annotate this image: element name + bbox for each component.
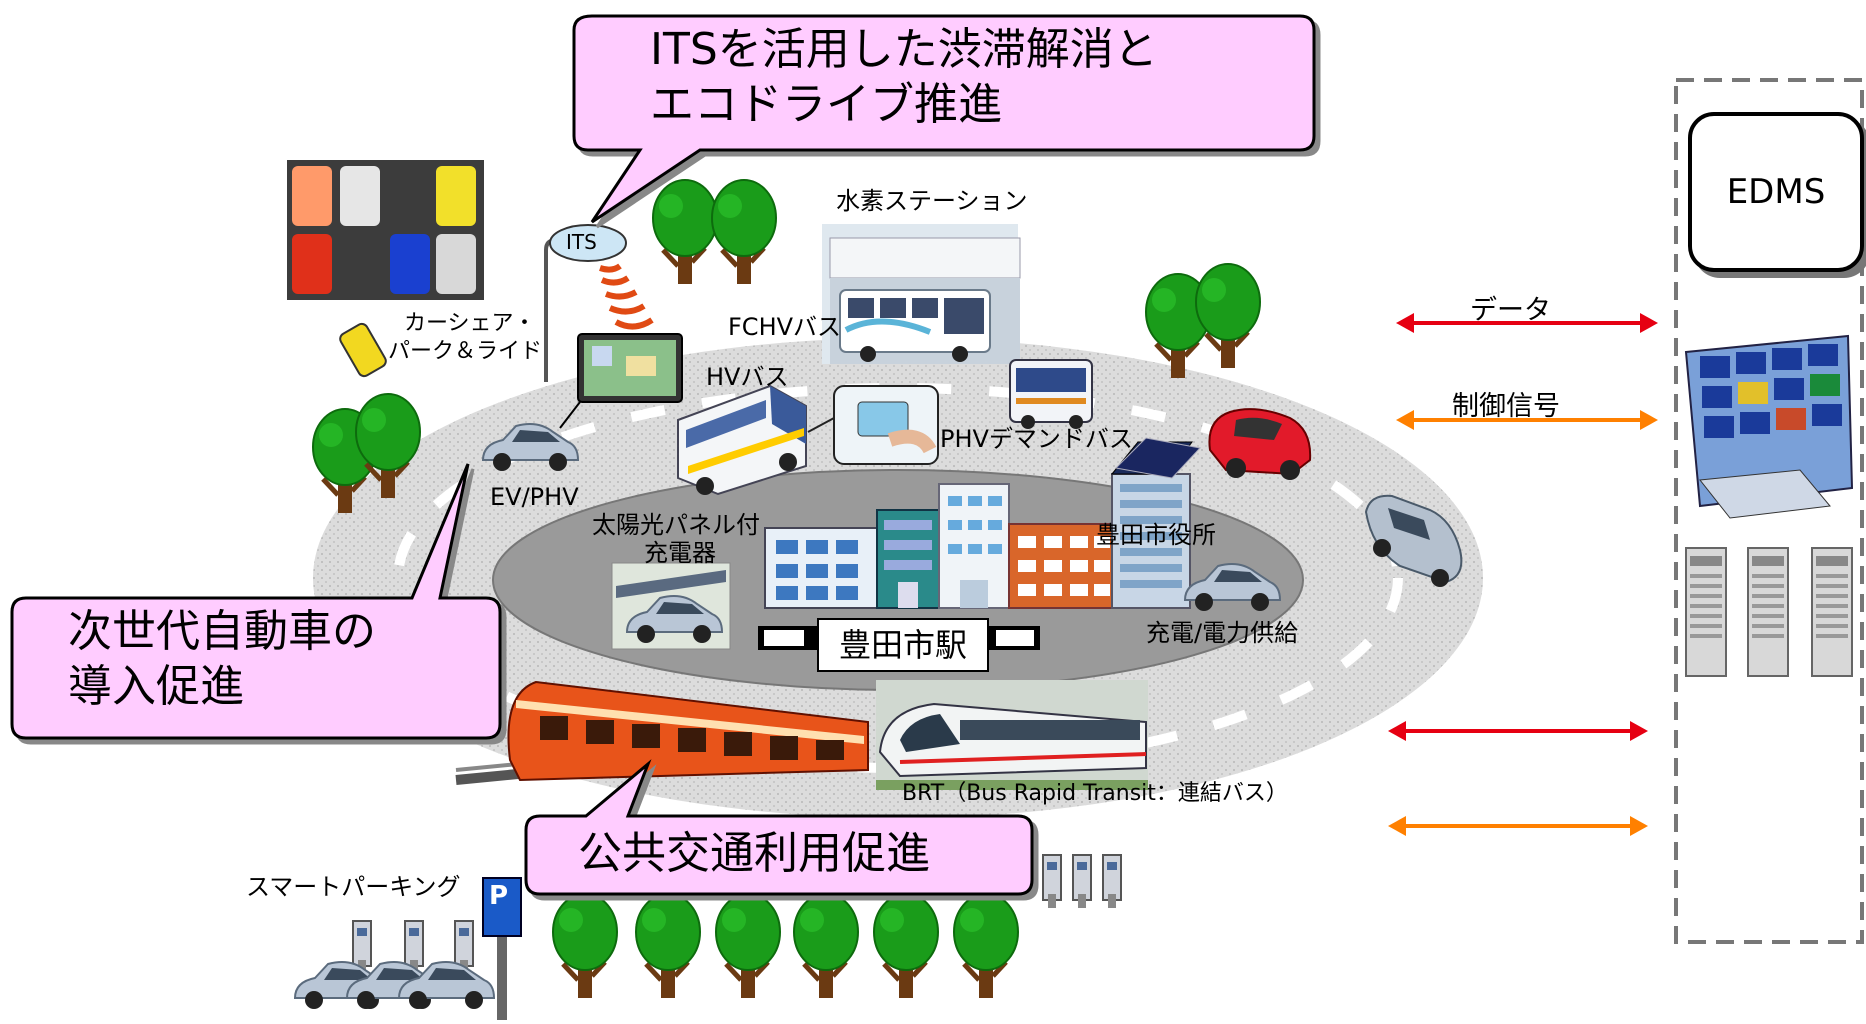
solar-panel-icon: [1114, 437, 1201, 479]
its-pole: [544, 224, 654, 382]
tree-icon: [954, 894, 1018, 998]
smart-parking-label: スマートパーキング: [246, 873, 461, 901]
ic-card-reader-image: [807, 385, 939, 465]
road-lane-marking: [393, 383, 1403, 773]
its-sign-label: ITS: [566, 230, 597, 254]
data-arrow-bottom: [1388, 721, 1648, 741]
solar-charger-image: [611, 562, 731, 650]
red-train-image: [455, 680, 869, 785]
control-center-image: [1684, 334, 1854, 519]
server-icon: [1747, 547, 1789, 677]
building-teal: [876, 509, 940, 609]
server-icon: [1685, 547, 1727, 677]
parking-sign-label: P: [489, 881, 509, 911]
tree-icon: [712, 180, 776, 284]
tree-icon: [874, 894, 938, 998]
its-callout-bubble: [572, 14, 1316, 224]
its-callout-text: ITSを活用した渋滞解消と エコドライブ推進: [650, 22, 1158, 132]
hv-bus-image: [677, 384, 807, 496]
its-callout-line2: エコドライブ推進: [650, 79, 1002, 130]
red-ev-image: [1208, 408, 1312, 480]
phv-demand-bus-label: PHVデマンドバス: [940, 425, 1133, 453]
data-arrow-label: データ: [1470, 295, 1551, 326]
building-white: [938, 483, 1010, 609]
solar-charger-label-line1: 太陽光パネル付: [592, 511, 760, 539]
edms-dashed-border: [1674, 78, 1864, 944]
car-share-label-line2: パーク＆ライド: [388, 339, 543, 364]
fchv-bus-label: FCHVバス: [728, 313, 842, 341]
tree-icon: [716, 894, 780, 998]
control-arrow-bottom: [1388, 816, 1648, 836]
charging-station-icon: [1072, 854, 1092, 909]
its-callout-line1: ITSを活用した渋滞解消と: [650, 24, 1158, 75]
parking-sign-icon: [482, 877, 522, 1020]
tree-icon: [794, 894, 858, 998]
public-transit-callout-bubble: [524, 759, 1034, 896]
tree-icon: [553, 894, 617, 998]
solar-charger-label-line2: 充電器: [644, 539, 716, 567]
city-hall-label: 豊田市役所: [1096, 521, 1216, 549]
charge-supply-label: 充電/電力供給: [1146, 619, 1299, 647]
silver-car-right-image: [1364, 494, 1463, 587]
next-gen-callout-bubble: [10, 463, 502, 740]
control-arrow-top: [1396, 410, 1658, 430]
server-icon: [1811, 547, 1853, 677]
brt-label: BRT（Bus Rapid Transit：連結バス）: [902, 781, 1288, 806]
brt-image: [876, 680, 1148, 790]
hydrogen-station-label: 水素ステーション: [836, 187, 1028, 215]
tree-icon: [1196, 264, 1260, 368]
control-signal-label: 制御信号: [1452, 391, 1560, 422]
car-share-label-line1: カーシェア・: [404, 311, 536, 336]
phv-demand-bus-image: [1009, 359, 1093, 429]
car-share-lot: [287, 160, 484, 378]
hv-bus-label: HVバス: [706, 363, 789, 391]
ev-phv-label: EV/PHV: [490, 483, 579, 511]
next-gen-callout-line1: 次世代自動車の: [68, 606, 376, 657]
car-navigation-screen: [559, 333, 683, 429]
tree-icon: [636, 894, 700, 998]
next-gen-callout-text: 次世代自動車の 導入促進: [68, 604, 376, 714]
charging-station-icon: [1042, 854, 1062, 909]
tree-icon: [653, 180, 717, 284]
next-gen-callout-line2: 導入促進: [68, 661, 244, 712]
building-brick: [1008, 523, 1118, 609]
station-label: 豊田市駅: [817, 618, 989, 672]
edms-box: EDMS: [1688, 112, 1864, 272]
data-arrow-top: [1396, 313, 1658, 333]
charging-station-icon: [1102, 854, 1122, 909]
hydrogen-station-image: [822, 224, 1021, 364]
public-transit-callout-text: 公共交通利用促進: [578, 828, 930, 879]
building-blue: [764, 527, 878, 609]
